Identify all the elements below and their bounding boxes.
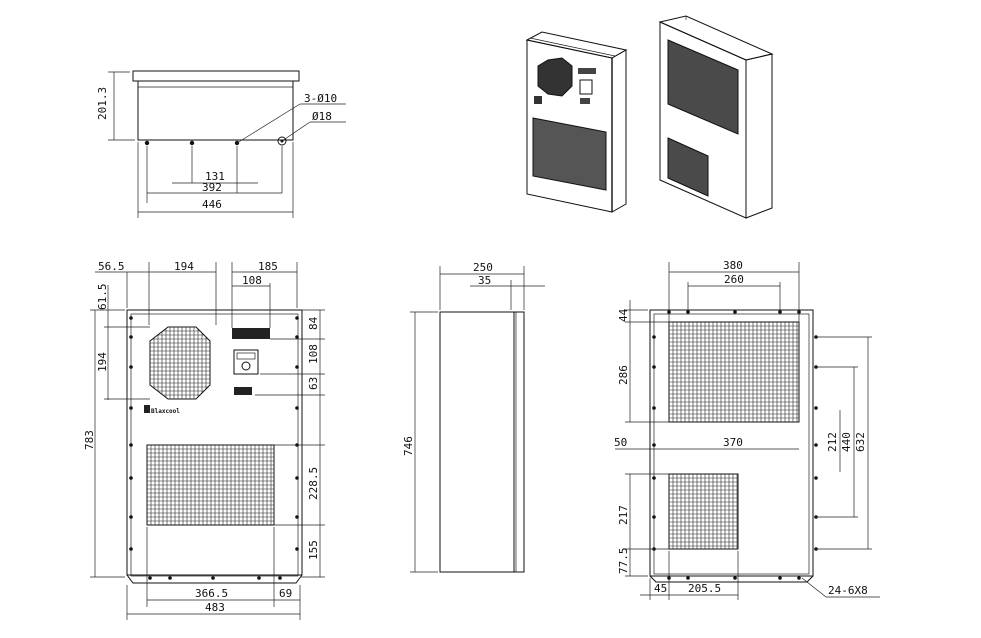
dim-217: 217 [617,505,630,525]
dim-77-5: 77.5 [617,548,630,575]
isometric-back-view [658,15,774,219]
dim-35: 35 [478,274,491,287]
dim-108-top: 108 [242,274,262,287]
dim-440: 440 [840,432,853,452]
fan-grille [150,327,210,399]
dim-483: 483 [205,601,225,614]
back-view: 380 260 44 286 50 370 217 77.5 212 440 6… [614,259,880,600]
top-height-label: 201.3 [96,87,109,120]
dim-380: 380 [723,259,743,272]
side-view: 250 35 746 [402,261,545,573]
dim-286: 286 [617,365,630,385]
dim-56-5: 56.5 [98,260,125,273]
dim-392: 392 [202,181,222,194]
dim-45: 45 [654,582,667,595]
holes-3-d10-label: 3-Ø10 [304,92,337,105]
dim-108-right: 108 [307,344,320,364]
dim-632: 632 [854,432,867,452]
dim-155: 155 [307,540,320,560]
dim-212: 212 [826,432,839,452]
dim-63: 63 [307,377,320,390]
dim-185: 185 [258,260,278,273]
dim-69: 69 [279,587,292,600]
mount-holes-label: 24-6X8 [828,584,868,597]
back-lower-grille [669,474,738,549]
hole-d18-label: Ø18 [312,110,332,123]
top-view: 201.3 3-Ø10 Ø18 131 392 446 [96,70,346,218]
dim-61-5: 61.5 [96,284,109,311]
dim-228-5: 228.5 [307,467,320,500]
dim-194-side: 194 [96,352,109,372]
dim-260: 260 [724,273,744,286]
dim-366-5: 366.5 [195,587,228,600]
dim-746: 746 [402,436,415,456]
dim-50: 50 [614,436,627,449]
dim-205-5: 205.5 [688,582,721,595]
dim-446: 446 [202,198,222,211]
dim-370: 370 [723,436,743,449]
isometric-front-view [525,31,628,213]
dim-131: 131 [205,170,225,183]
dim-44: 44 [617,308,630,322]
front-view: Blaxcool 56.5 194 185 108 783 61.5 194 [83,260,325,620]
lower-grille [147,445,274,525]
back-upper-grille [669,322,799,422]
dim-84: 84 [307,316,320,330]
dim-783: 783 [83,430,96,450]
brand-logo: Blaxcool [151,408,180,415]
dim-194-top: 194 [174,260,194,273]
dim-250: 250 [473,261,493,274]
